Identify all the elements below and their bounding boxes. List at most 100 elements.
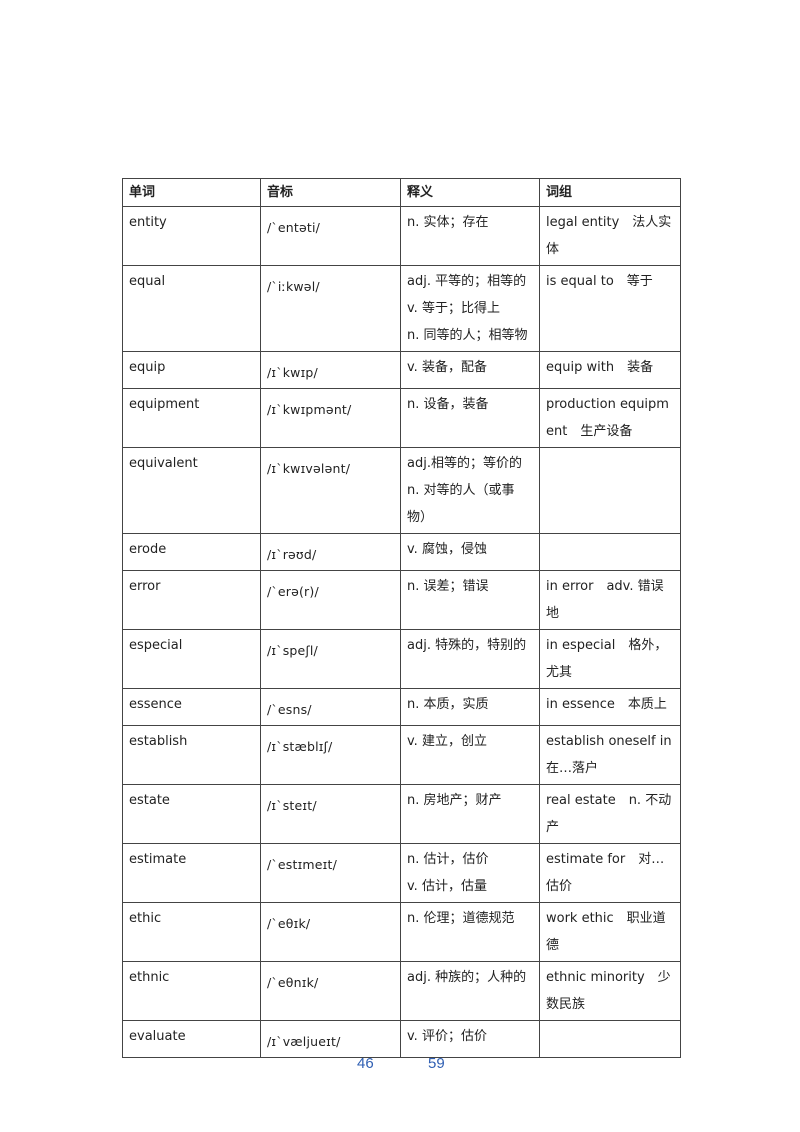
cell-definition: v. 装备，配备 bbox=[400, 351, 540, 389]
cell-phonetic: /ɪˋkwɪpmənt/ bbox=[260, 388, 401, 448]
cell-word: ethnic bbox=[122, 961, 261, 1021]
table-header-row: 单词 音标 释义 词组 bbox=[122, 178, 681, 207]
definition-line: adj. 种族的；人种的 bbox=[407, 970, 527, 985]
cell-phonetic: /ˋerə(r)/ bbox=[260, 570, 401, 630]
table-row: equip/ɪˋkwɪp/v. 装备，配备 equip with 装备 bbox=[122, 351, 681, 389]
cell-phonetic: /ɪˋstæblɪʃ/ bbox=[260, 725, 401, 785]
cell-definition: n. 本质，实质 bbox=[400, 688, 540, 726]
cell-phrase: in especial 格外，尤其 bbox=[539, 629, 681, 689]
definition-line: v. 等于；比得上 bbox=[407, 301, 500, 316]
table-row: equipment/ɪˋkwɪpmənt/n. 设备，装备 production … bbox=[122, 388, 681, 448]
definition-line: v. 装备，配备 bbox=[407, 360, 487, 375]
cell-phrase bbox=[539, 1020, 681, 1058]
definition-line: n. 估计，估价 bbox=[407, 852, 489, 867]
definition-line: n. 误差；错误 bbox=[407, 579, 489, 594]
cell-phrase: establish oneself in 在…落户 bbox=[539, 725, 681, 785]
table-row: erode/ɪˋrəʊd/v. 腐蚀，侵蚀 bbox=[122, 533, 681, 571]
table-row: equivalent/ɪˋkwɪvələnt/adj.相等的；等价的 n. 对等的… bbox=[122, 447, 681, 534]
table-row: estate/ɪˋsteɪt/n. 房地产；财产 real estate n. 不… bbox=[122, 784, 681, 844]
cell-definition: adj. 特殊的，特别的 bbox=[400, 629, 540, 689]
cell-phrase: in essence 本质上 bbox=[539, 688, 681, 726]
cell-definition: v. 评价；估价 bbox=[400, 1020, 540, 1058]
header-phrase: 词组 bbox=[539, 178, 681, 207]
cell-word: equipment bbox=[122, 388, 261, 448]
table-row: ethnic/ˋeθnɪk/adj. 种族的；人种的 ethnic minorit… bbox=[122, 961, 681, 1021]
current-page-number[interactable]: 46 bbox=[357, 1055, 374, 1072]
cell-phrase: is equal to 等于 bbox=[539, 265, 681, 352]
definition-line: n. 本质，实质 bbox=[407, 697, 489, 712]
table-body: entity/ˋentəti/n. 实体；存在 legal entity 法人实体… bbox=[122, 206, 681, 1058]
cell-phonetic: /ˋeθnɪk/ bbox=[260, 961, 401, 1021]
cell-phonetic: /ˋesns/ bbox=[260, 688, 401, 726]
cell-definition: v. 建立，创立 bbox=[400, 725, 540, 785]
table-row: especial/ɪˋspeʃl/adj. 特殊的，特别的 in especial… bbox=[122, 629, 681, 689]
cell-definition: n. 伦理；道德规范 bbox=[400, 902, 540, 962]
table-row: essence/ˋesns/n. 本质，实质 in essence 本质上 bbox=[122, 688, 681, 726]
cell-phonetic: /ˋentəti/ bbox=[260, 206, 401, 266]
header-definition: 释义 bbox=[400, 178, 540, 207]
cell-phrase bbox=[539, 533, 681, 571]
definition-line: n. 伦理；道德规范 bbox=[407, 911, 515, 926]
cell-definition: adj. 平等的；相等的 v. 等于；比得上 n. 同等的人；相等物 bbox=[400, 265, 540, 352]
definition-line: n. 对等的人（或事物） bbox=[407, 483, 515, 525]
header-word: 单词 bbox=[122, 178, 261, 207]
cell-definition: v. 腐蚀，侵蚀 bbox=[400, 533, 540, 571]
vocabulary-table: 单词 音标 释义 词组 entity/ˋentəti/n. 实体；存在 legal… bbox=[122, 178, 681, 1058]
definition-line: adj. 特殊的，特别的 bbox=[407, 638, 527, 653]
table-row: evaluate/ɪˋvæljueɪt/v. 评价；估价 bbox=[122, 1020, 681, 1058]
cell-phrase: work ethic 职业道德 bbox=[539, 902, 681, 962]
cell-word: essence bbox=[122, 688, 261, 726]
definition-line: n. 设备，装备 bbox=[407, 397, 489, 412]
table-row: establish/ɪˋstæblɪʃ/v. 建立，创立 establish on… bbox=[122, 725, 681, 785]
cell-definition: n. 误差；错误 bbox=[400, 570, 540, 630]
cell-word: especial bbox=[122, 629, 261, 689]
cell-phonetic: /ɪˋkwɪp/ bbox=[260, 351, 401, 389]
cell-word: establish bbox=[122, 725, 261, 785]
table-row: ethic/ˋeθɪk/n. 伦理；道德规范 work ethic 职业道德 bbox=[122, 902, 681, 962]
cell-word: equip bbox=[122, 351, 261, 389]
total-page-count: 59 bbox=[428, 1055, 445, 1072]
cell-phonetic: /ɪˋsteɪt/ bbox=[260, 784, 401, 844]
cell-word: equivalent bbox=[122, 447, 261, 534]
cell-word: estate bbox=[122, 784, 261, 844]
cell-phrase: equip with 装备 bbox=[539, 351, 681, 389]
cell-phrase: in error adv. 错误地 bbox=[539, 570, 681, 630]
cell-word: evaluate bbox=[122, 1020, 261, 1058]
cell-phrase: legal entity 法人实体 bbox=[539, 206, 681, 266]
cell-word: entity bbox=[122, 206, 261, 266]
definition-line: n. 房地产；财产 bbox=[407, 793, 502, 808]
cell-definition: n. 设备，装备 bbox=[400, 388, 540, 448]
cell-phonetic: /ɪˋkwɪvələnt/ bbox=[260, 447, 401, 534]
table-row: entity/ˋentəti/n. 实体；存在 legal entity 法人实体 bbox=[122, 206, 681, 266]
cell-word: erode bbox=[122, 533, 261, 571]
cell-phonetic: /ɪˋspeʃl/ bbox=[260, 629, 401, 689]
definition-line: adj.相等的；等价的 bbox=[407, 456, 522, 471]
definition-line: n. 实体；存在 bbox=[407, 215, 489, 230]
definition-line: v. 评价；估价 bbox=[407, 1029, 487, 1044]
cell-phonetic: /ɪˋvæljueɪt/ bbox=[260, 1020, 401, 1058]
cell-phrase bbox=[539, 447, 681, 534]
header-phonetic: 音标 bbox=[260, 178, 401, 207]
definition-line: v. 建立，创立 bbox=[407, 734, 487, 749]
definition-line: adj. 平等的；相等的 bbox=[407, 274, 527, 289]
cell-definition: adj. 种族的；人种的 bbox=[400, 961, 540, 1021]
cell-definition: n. 实体；存在 bbox=[400, 206, 540, 266]
cell-definition: n. 房地产；财产 bbox=[400, 784, 540, 844]
definition-line: v. 估计，估量 bbox=[407, 879, 487, 894]
definition-line: n. 同等的人；相等物 bbox=[407, 328, 528, 343]
cell-definition: adj.相等的；等价的 n. 对等的人（或事物） bbox=[400, 447, 540, 534]
cell-word: ethic bbox=[122, 902, 261, 962]
cell-phonetic: /ˋeθɪk/ bbox=[260, 902, 401, 962]
cell-phrase: production equipment 生产设备 bbox=[539, 388, 681, 448]
cell-word: estimate bbox=[122, 843, 261, 903]
cell-phrase: real estate n. 不动产 bbox=[539, 784, 681, 844]
cell-phonetic: /ˋiːkwəl/ bbox=[260, 265, 401, 352]
definition-line: v. 腐蚀，侵蚀 bbox=[407, 542, 487, 557]
cell-phonetic: /ɪˋrəʊd/ bbox=[260, 533, 401, 571]
cell-phonetic: /ˋestɪmeɪt/ bbox=[260, 843, 401, 903]
cell-phrase: ethnic minority 少数民族 bbox=[539, 961, 681, 1021]
